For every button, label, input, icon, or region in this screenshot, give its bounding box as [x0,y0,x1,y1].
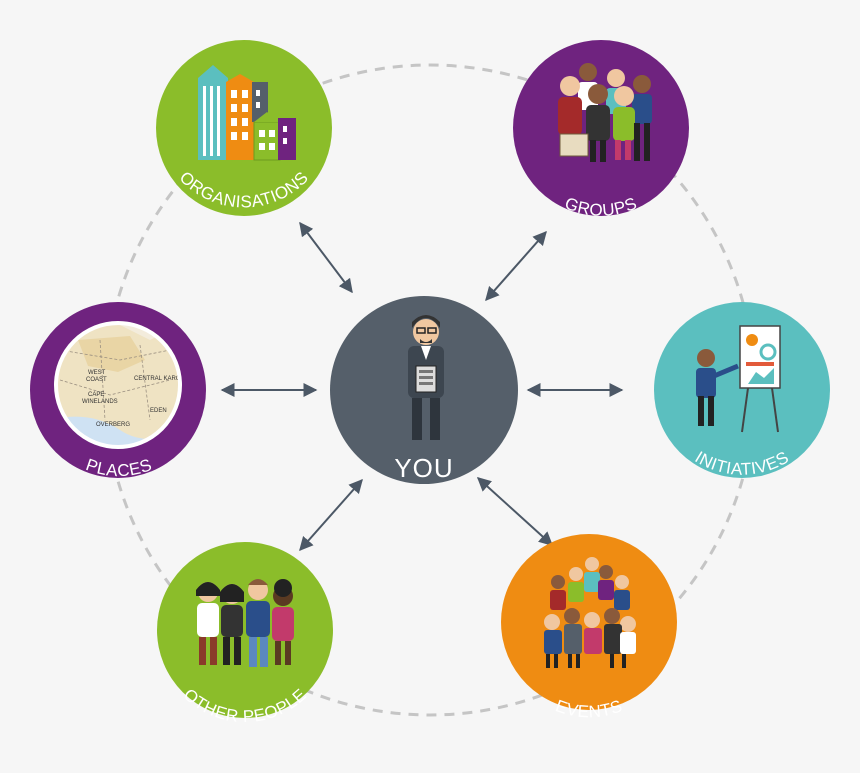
map-label-central-karoo: CENTRAL KAROO [134,376,185,382]
person-with-tablet-icon [408,315,444,440]
node-other-people[interactable]: OTHER PEOPLE [157,542,333,726]
arrow-groups [485,230,547,302]
node-you[interactable]: YOU [330,296,518,484]
people-icon [196,579,294,667]
connector-arrows [220,221,624,552]
map-label-overberg: OVERBERG [96,422,130,428]
map-label-cape: CAPE [88,392,104,398]
arrow-organisations [299,221,353,294]
buildings-icon [198,65,296,161]
presenter-flipchart-icon [696,325,781,433]
arrow-events [476,477,554,546]
node-events[interactable]: EVENTS [501,534,677,721]
map-label-west: WEST [88,370,106,376]
node-places[interactable]: WEST COAST CAPE WINELANDS CENTRAL KAROO … [30,302,206,480]
node-groups[interactable]: GROUPS [513,40,689,220]
map-label-eden: EDEN [150,408,167,414]
map-label-winelands: WINELANDS [82,399,118,405]
group-of-people-icon [558,63,652,162]
crowd-icon [544,557,636,668]
other-people-circle [157,542,333,718]
you-label: YOU [394,453,453,483]
map-icon: WEST COAST CAPE WINELANDS CENTRAL KAROO … [56,323,185,447]
node-organisations[interactable]: ORGANISATIONS [156,40,332,216]
initiatives-circle [654,302,830,478]
arrow-other-people [299,478,363,552]
node-initiatives[interactable]: INITIATIVES [654,302,830,479]
map-label-coast: COAST [86,377,107,383]
